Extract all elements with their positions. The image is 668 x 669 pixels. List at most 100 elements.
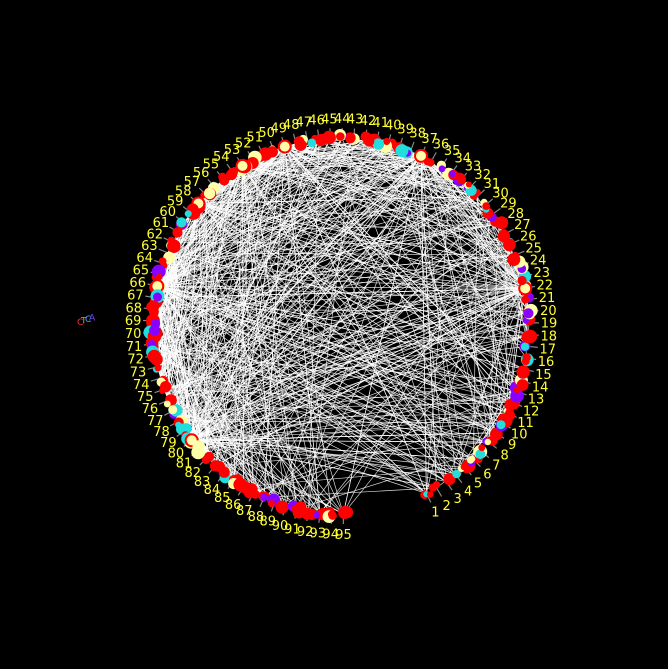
node-marker (275, 500, 289, 514)
node-marker (516, 379, 529, 391)
network-edge (152, 332, 298, 510)
node-label: 16 (538, 355, 555, 370)
network-edge (191, 265, 520, 441)
node-marker (521, 295, 530, 304)
network-edge (160, 154, 264, 379)
network-edge (159, 274, 489, 443)
node-marker (293, 136, 305, 147)
node-label: 20 (540, 304, 557, 319)
network-edge (206, 334, 529, 459)
node-marker (490, 428, 503, 441)
network-edge (455, 276, 523, 476)
node-label: 79 (160, 436, 177, 451)
node-marker (438, 165, 446, 173)
network-edge (295, 143, 526, 289)
node-label: 44 (334, 112, 351, 127)
node-label: 22 (537, 278, 554, 293)
node-label: 8 (500, 449, 508, 464)
node-label: 73 (130, 365, 147, 380)
network-edge (198, 203, 520, 267)
network-edge (262, 154, 522, 381)
network-edge (155, 355, 456, 476)
node-label: 29 (500, 197, 517, 212)
network-edge (284, 146, 528, 301)
node-label: 93 (310, 527, 327, 542)
network-edge (184, 430, 344, 515)
network-edge (215, 154, 264, 466)
node-marker (452, 469, 461, 479)
node-label: 56 (193, 166, 210, 181)
network-edge (172, 196, 478, 243)
network-edge (284, 146, 447, 482)
node-marker (520, 342, 530, 351)
network-edge (190, 212, 522, 381)
node-label: 50 (258, 126, 275, 141)
node-label: 59 (167, 195, 184, 210)
network-edge (157, 196, 478, 368)
network-edge (157, 196, 478, 287)
network-edge (263, 265, 520, 498)
node-label: 32 (474, 168, 491, 183)
node-label: 30 (492, 186, 509, 201)
node-label: 94 (322, 528, 339, 543)
network-edge (426, 173, 452, 494)
network-edge (172, 137, 343, 411)
network-edge (264, 487, 437, 498)
network-edge (168, 160, 432, 401)
node-label: 24 (530, 254, 547, 269)
network-edge (153, 179, 224, 310)
network-edge (215, 441, 489, 467)
network-edge (178, 254, 516, 422)
network-edge (155, 311, 529, 356)
network-edge (163, 322, 530, 390)
network-edge (168, 334, 529, 401)
node-marker (155, 273, 163, 281)
node-label: 43 (347, 113, 364, 128)
node-label: 10 (511, 427, 528, 442)
node-label: 11 (517, 416, 534, 431)
node-marker (511, 252, 520, 260)
node-label: 12 (523, 404, 540, 419)
node-marker (465, 181, 472, 188)
node-label: 17 (540, 343, 557, 358)
network-edge (191, 155, 422, 441)
network-edge (233, 165, 243, 481)
node-label: 68 (126, 301, 143, 316)
node-marker (150, 353, 163, 366)
node-marker (209, 460, 222, 472)
node-label: 13 (528, 393, 545, 408)
node-label: 21 (539, 291, 556, 306)
node-label: 14 (532, 380, 549, 395)
node-label: 45 (321, 112, 338, 127)
network-edge (215, 160, 432, 467)
network-edge (153, 343, 321, 514)
node-label: 34 (455, 151, 472, 166)
network-edge (191, 432, 496, 441)
node-marker (521, 357, 530, 366)
node-marker (521, 331, 534, 344)
network-edge (153, 214, 493, 345)
node-marker (203, 187, 216, 200)
node-marker (315, 134, 328, 147)
node-label: 89 (260, 515, 277, 530)
network-edge (152, 196, 478, 333)
network-edge (242, 165, 499, 225)
node-label: 53 (224, 143, 241, 158)
node-marker (432, 481, 441, 489)
node-spoke (436, 487, 443, 497)
network-edge (172, 143, 389, 412)
node-marker (363, 132, 373, 142)
node-marker (163, 400, 171, 408)
network-edge (163, 299, 528, 390)
node-marker (523, 308, 534, 319)
network-edge (342, 155, 422, 515)
network-edge (420, 155, 497, 433)
hub-node-marker (235, 158, 250, 173)
network-edge (263, 146, 286, 498)
node-label: 80 (168, 447, 185, 462)
network-edge (168, 322, 530, 401)
network-edge (168, 180, 461, 401)
node-marker (510, 389, 524, 403)
node-marker (496, 420, 506, 430)
